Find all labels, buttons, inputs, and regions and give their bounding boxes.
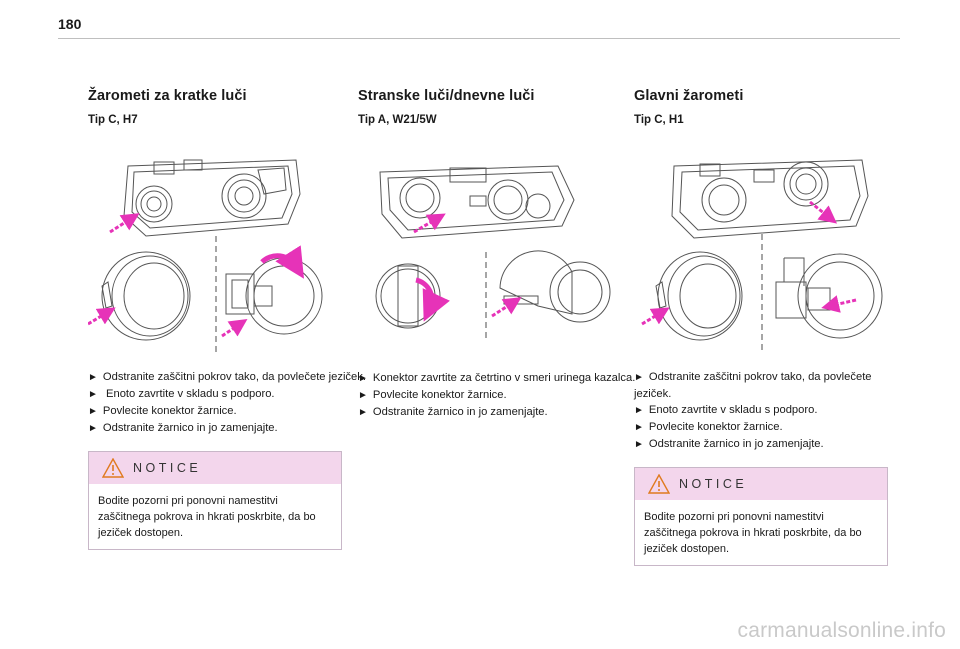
- instruction-step: ►Povlecite konektor žarnice.: [634, 421, 783, 433]
- low-beam-figure: [88, 146, 344, 352]
- bullet-arrow-icon: ►: [358, 373, 368, 384]
- bullet-arrow-icon: ►: [634, 405, 644, 416]
- section-side-lights: Stranske luči/dnevne luči Tip A, W21/5W: [358, 88, 640, 421]
- bullet-arrow-icon: ►: [88, 423, 98, 434]
- instruction-step: ►Enoto zavrtite v skladu s podporo.: [634, 404, 818, 416]
- bullet-arrow-icon: ►: [358, 390, 368, 401]
- notice-header: NOTICE: [89, 452, 341, 484]
- notice-box: NOTICE Bodite pozorni pri ponovni namest…: [88, 451, 342, 550]
- instruction-step: ►Odstranite zaščitni pokrov tako, da pov…: [634, 371, 872, 400]
- low-beam-bulb-replacement-diagram-icon: [88, 159, 323, 352]
- section-title: Stranske luči/dnevne luči: [358, 88, 535, 104]
- notice-title: NOTICE: [133, 461, 202, 475]
- bullet-arrow-icon: ►: [634, 439, 644, 450]
- bullet-arrow-icon: ►: [358, 407, 368, 418]
- notice-box: NOTICE Bodite pozorni pri ponovni namest…: [634, 467, 888, 566]
- bullet-arrow-icon: ►: [88, 372, 98, 383]
- bullet-arrow-icon: ►: [634, 422, 644, 433]
- instruction-step: ►Odstranite žarnico in jo zamenjajte.: [358, 406, 548, 418]
- section-title: Glavni žarometi: [634, 88, 744, 104]
- high-beam-figure: [634, 146, 890, 352]
- instruction-step: ► Enoto zavrtite v skladu s podporo.: [88, 388, 275, 400]
- instruction-list: ►Odstranite zaščitni pokrov tako, da pov…: [634, 369, 900, 453]
- bullet-arrow-icon: ►: [88, 406, 98, 417]
- side-light-bulb-replacement-diagram-icon: [375, 165, 611, 342]
- bullet-arrow-icon: ►: [88, 389, 98, 400]
- instruction-step: ►Konektor zavrtite za četrtino v smeri u…: [358, 372, 636, 384]
- section-high-beam: Glavni žarometi Tip C, H1: [634, 88, 900, 566]
- header-rule: [58, 38, 900, 39]
- section-subtitle: Tip C, H7: [88, 114, 138, 126]
- warning-triangle-icon: [648, 474, 670, 494]
- notice-header: NOTICE: [635, 468, 887, 500]
- instruction-list: ►Konektor zavrtite za četrtino v smeri u…: [358, 370, 640, 421]
- warning-triangle-icon: [102, 458, 124, 478]
- instruction-list: ►Odstranite zaščitni pokrov tako, da pov…: [88, 369, 370, 437]
- section-title: Žarometi za kratke luči: [88, 88, 247, 104]
- notice-title: NOTICE: [679, 477, 748, 491]
- section-low-beam: Žarometi za kratke luči Tip C, H7: [88, 88, 370, 550]
- instruction-step: ►Povlecite konektor žarnice.: [358, 389, 507, 401]
- section-subtitle: Tip C, H1: [634, 114, 684, 126]
- section-subtitle: Tip A, W21/5W: [358, 114, 437, 126]
- page-number: 180: [58, 16, 82, 32]
- instruction-step: ►Odstranite žarnico in jo zamenjajte.: [634, 438, 824, 450]
- watermark: carmanualsonline.info: [737, 619, 946, 642]
- side-light-figure: [358, 146, 614, 342]
- instruction-step: ►Odstranite žarnico in jo zamenjajte.: [88, 422, 278, 434]
- instruction-step: ►Odstranite zaščitni pokrov tako, da pov…: [88, 371, 366, 383]
- high-beam-bulb-replacement-diagram-icon: [641, 159, 883, 352]
- bullet-arrow-icon: ►: [634, 372, 644, 383]
- notice-text: Bodite pozorni pri ponovni namestitvi za…: [644, 511, 862, 555]
- notice-text: Bodite pozorni pri ponovni namestitvi za…: [98, 495, 316, 539]
- instruction-step: ►Povlecite konektor žarnice.: [88, 405, 237, 417]
